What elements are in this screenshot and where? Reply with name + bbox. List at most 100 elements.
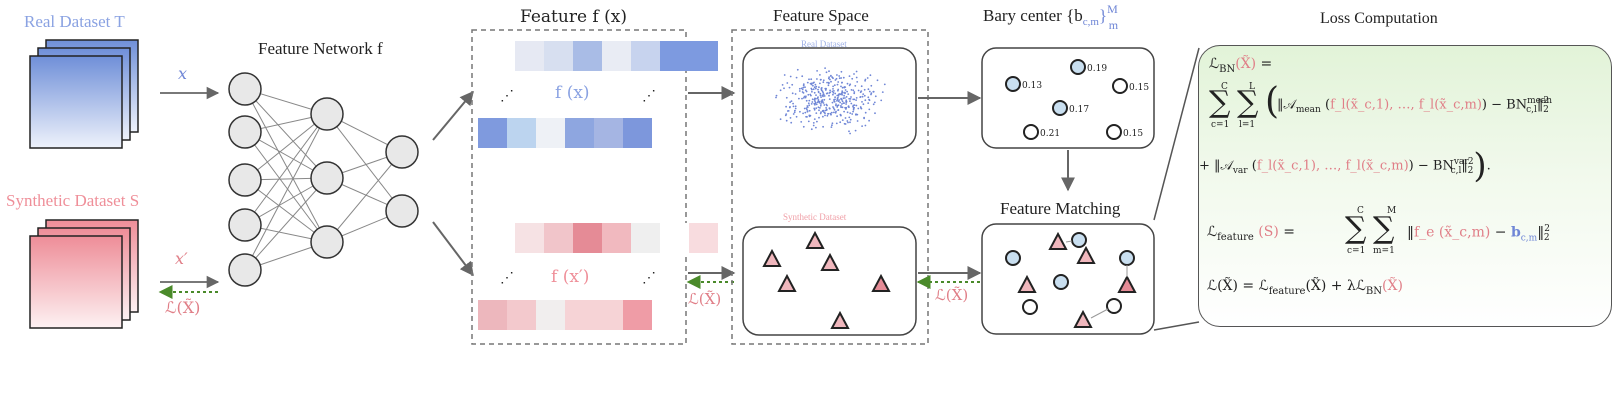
scatter-point xyxy=(788,86,791,89)
scatter-point xyxy=(830,126,833,128)
scatter-point xyxy=(841,81,843,84)
synthetic-dataset-inner-label: Synthetic Dataset xyxy=(783,212,847,222)
scatter-point xyxy=(861,125,863,127)
scatter-point xyxy=(785,119,788,122)
scatter-point xyxy=(837,109,840,111)
scatter-point xyxy=(822,115,824,118)
scatter-point xyxy=(843,122,846,125)
real-dataset-label: Real Dataset T xyxy=(24,12,125,31)
scatter-point xyxy=(801,75,804,78)
scatter-point xyxy=(836,83,839,86)
scatter-point xyxy=(853,91,856,93)
scatter-point xyxy=(785,96,788,99)
scatter-point xyxy=(853,106,855,109)
barycenter-value: 0.15 xyxy=(1129,83,1149,93)
scatter-point xyxy=(812,88,815,91)
scatter-point xyxy=(826,114,829,117)
network-node xyxy=(228,253,262,287)
network-node xyxy=(228,163,262,197)
scatter-point xyxy=(841,91,843,94)
scatter-point xyxy=(805,90,808,93)
feature-cell xyxy=(565,300,594,330)
scatter-point xyxy=(857,89,860,92)
scatter-point xyxy=(846,111,849,114)
scatter-point xyxy=(801,88,804,91)
bn-loss-mean-term: C ∑ c=1 L ∑ l=1 ( ‖𝒜mean (f_l(x̃_c,1), …… xyxy=(1209,81,1553,130)
scatter-point xyxy=(856,81,859,83)
scatter-point xyxy=(833,90,835,92)
real-dataset-stack xyxy=(29,39,139,149)
scatter-point xyxy=(789,101,791,103)
scatter-point xyxy=(824,114,826,117)
fx-real-label: f (x) xyxy=(555,83,590,103)
feature-cell xyxy=(478,300,507,330)
scatter-point xyxy=(781,84,784,86)
feature-cell xyxy=(544,41,573,71)
bn-loss-lhs: ℒBN(X̃) = xyxy=(1209,56,1273,75)
scatter-point xyxy=(848,75,851,77)
scatter-point xyxy=(794,93,797,95)
feature-cell xyxy=(689,223,718,253)
scatter-point xyxy=(855,70,858,73)
scatter-point xyxy=(839,121,842,124)
feature-cell xyxy=(507,118,536,148)
scatter-point xyxy=(867,88,870,91)
scatter-point xyxy=(854,129,857,132)
network-edge xyxy=(244,177,328,271)
feature-cell xyxy=(602,223,631,253)
scatter-point xyxy=(851,77,854,80)
scatter-point xyxy=(862,93,865,95)
scatter-point xyxy=(844,97,846,99)
scatter-point xyxy=(815,107,818,110)
feature-cell xyxy=(631,41,660,71)
scatter-point xyxy=(832,85,834,88)
scatter-point xyxy=(819,82,821,85)
scatter-point xyxy=(873,101,876,104)
scatter-point xyxy=(835,77,838,80)
network-output-arrows xyxy=(432,90,474,277)
scatter-point xyxy=(815,85,818,88)
scatter-point xyxy=(841,119,844,121)
scatter-point xyxy=(809,82,812,85)
scatter-point xyxy=(823,104,826,106)
scatter-point xyxy=(810,87,813,90)
scatter-point xyxy=(867,102,870,104)
scatter-point xyxy=(832,106,834,108)
scatter-point xyxy=(808,109,811,112)
scatter-point xyxy=(849,83,852,86)
scatter-point xyxy=(813,91,816,94)
feature-cell xyxy=(631,223,660,253)
scatter-point xyxy=(816,120,818,123)
scatter-point xyxy=(792,105,795,108)
synthetic-dataset-stack xyxy=(29,219,139,329)
scatter-point xyxy=(806,81,809,84)
scatter-point xyxy=(810,128,813,131)
network-edge xyxy=(326,113,403,212)
scatter-point xyxy=(860,85,863,88)
loss-arrow-label-right: ℒ(X̃) xyxy=(935,286,968,304)
feature-cell xyxy=(536,300,565,330)
scatter-point xyxy=(848,116,851,119)
loss-arrow-label-left: ℒ(X̃) xyxy=(165,298,200,317)
scatter-point xyxy=(816,70,818,72)
scatter-point xyxy=(818,109,820,112)
scatter-point xyxy=(798,97,800,100)
scatter-point xyxy=(851,113,854,115)
scatter-point xyxy=(823,98,826,101)
network-node xyxy=(310,97,344,131)
scatter-point xyxy=(802,125,805,128)
scatter-point xyxy=(821,94,824,97)
barycenter-point xyxy=(1005,76,1021,92)
scatter-point xyxy=(864,99,867,102)
scatter-point xyxy=(833,98,835,101)
scatter-point xyxy=(802,112,804,115)
scatter-point xyxy=(844,86,847,88)
scatter-point xyxy=(860,90,863,92)
scatter-point xyxy=(809,93,812,96)
scatter-point xyxy=(838,75,841,77)
scatter-point xyxy=(841,86,844,89)
x-arrow-label: x xyxy=(178,64,187,83)
scatter-point xyxy=(849,100,851,102)
scatter-point xyxy=(798,87,801,90)
scatter-point xyxy=(817,100,820,103)
